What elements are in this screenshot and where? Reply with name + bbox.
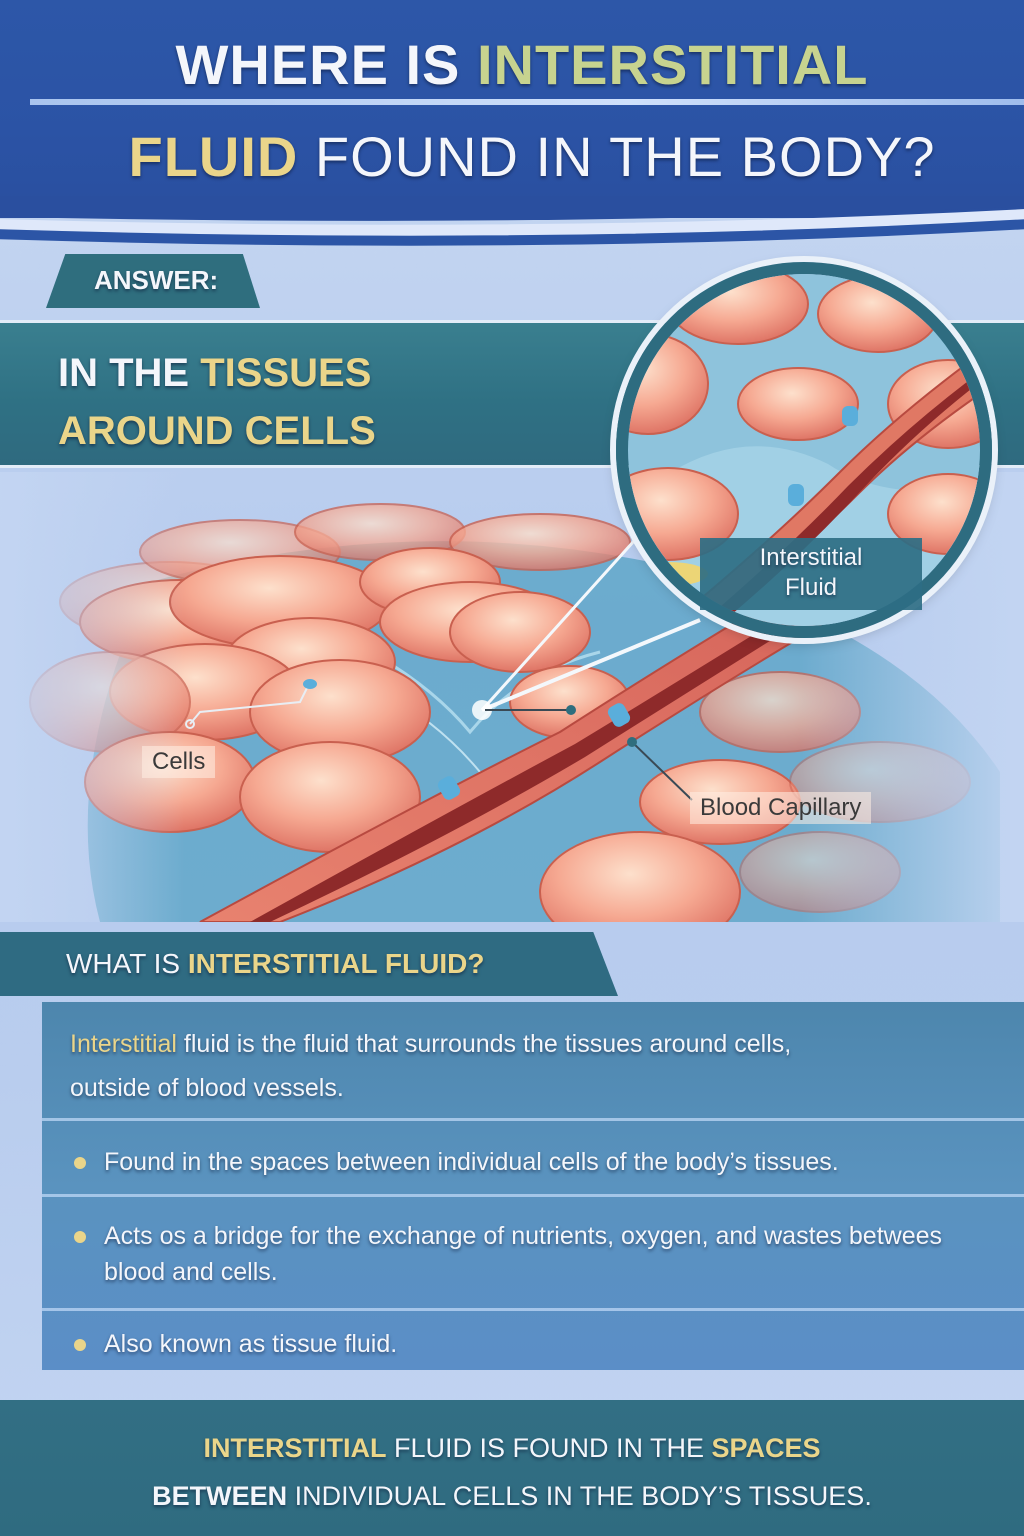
title-line-1: WHERE IS INTERSTITIAL xyxy=(175,33,869,96)
interstitial-fluid-label: Interstitial Fluid xyxy=(759,544,863,601)
interstitial-fluid-label-box xyxy=(700,538,922,610)
summary-text: INTERSTITIAL FLUID IS FOUND IN THE SPACE… xyxy=(152,1433,872,1511)
cells-callout-label: Cells xyxy=(142,746,216,778)
definition-intro: Interstitial fluid is the fluid that sur… xyxy=(70,1030,792,1102)
answer-label: ANSWER: xyxy=(94,265,219,295)
what-is-banner xyxy=(0,932,618,996)
what-is-heading: WHAT IS INTERSTITIAL FLUID? xyxy=(66,948,485,979)
bullet-item: Acts os a bridge for the exchange of nut… xyxy=(74,1218,974,1290)
header-swoosh-decoration xyxy=(0,196,1024,246)
row-divider xyxy=(42,1118,1024,1121)
summary-footer xyxy=(0,1400,1024,1536)
row-divider xyxy=(42,1308,1024,1311)
title-divider xyxy=(30,99,1024,105)
blood-capillary-callout-label: Blood Capillary xyxy=(690,792,872,824)
bullet-dot-icon xyxy=(74,1157,86,1169)
answer-text: IN THE TISSUES AROUND CELLS xyxy=(58,351,376,453)
bullet-item: Found in the spaces between individual c… xyxy=(74,1144,994,1180)
title-header: WHERE IS INTERSTITIAL FLUID FOUND IN THE… xyxy=(0,0,1024,218)
bullet-dot-icon xyxy=(74,1339,86,1351)
row-divider xyxy=(42,1194,1024,1197)
bullet-item: Also known as tissue fluid. xyxy=(74,1326,974,1362)
title-line-2: FLUID FOUND IN THE BODY? xyxy=(128,125,936,188)
bullet-dot-icon xyxy=(74,1231,86,1243)
answer-tag xyxy=(46,254,260,308)
